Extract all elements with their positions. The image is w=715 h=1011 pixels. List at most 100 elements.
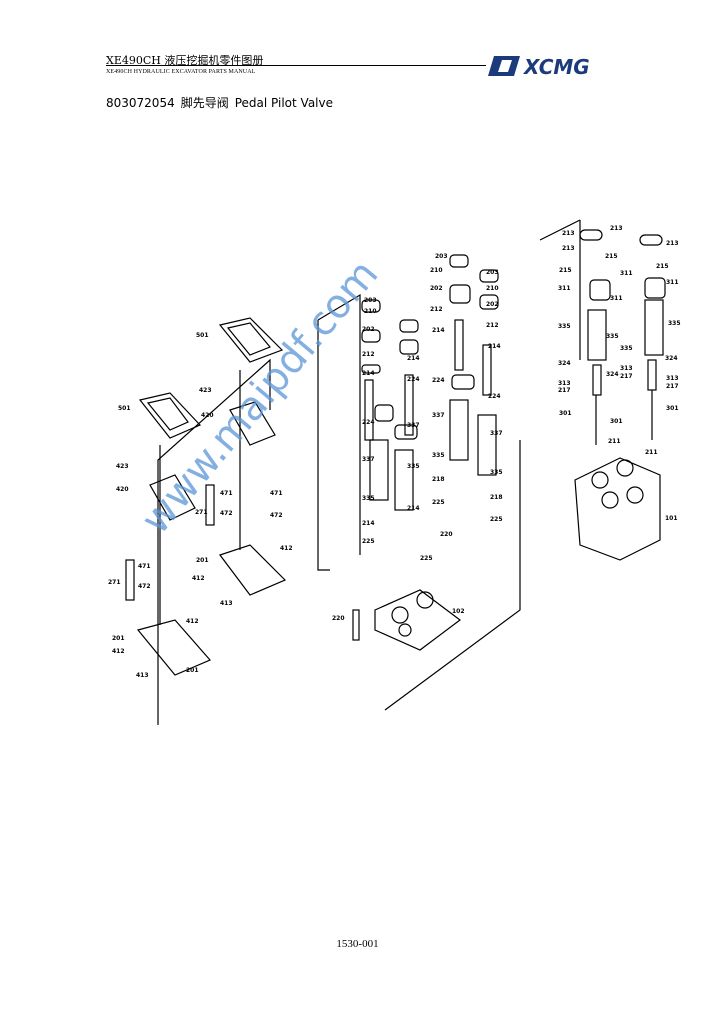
drawing-frame-right-top bbox=[539, 219, 581, 241]
svg-text:335: 335 bbox=[620, 345, 633, 352]
svg-text:324: 324 bbox=[665, 355, 678, 362]
svg-text:412: 412 bbox=[280, 545, 293, 552]
svg-text:313: 313 bbox=[558, 380, 571, 387]
svg-text:225: 225 bbox=[362, 538, 375, 545]
svg-text:201: 201 bbox=[196, 557, 209, 564]
svg-text:214: 214 bbox=[362, 370, 375, 377]
spring-mid-center bbox=[394, 449, 414, 511]
pedal-cover-lower-inner bbox=[146, 397, 189, 431]
cam-lower bbox=[149, 474, 196, 521]
svg-text:472: 472 bbox=[270, 512, 283, 519]
svg-text:214: 214 bbox=[407, 355, 420, 362]
svg-text:214: 214 bbox=[362, 520, 375, 527]
part-name-cn: 脚先导阀 bbox=[180, 96, 229, 110]
spring-right-left bbox=[587, 309, 607, 361]
logo-text: XCMG bbox=[522, 55, 590, 78]
svg-text:271: 271 bbox=[195, 509, 208, 516]
svg-text:217: 217 bbox=[666, 383, 679, 390]
svg-text:218: 218 bbox=[432, 476, 445, 483]
page-number: 1530-001 bbox=[336, 938, 379, 950]
svg-text:201: 201 bbox=[112, 635, 125, 642]
svg-text:420: 420 bbox=[201, 412, 214, 419]
svg-text:337: 337 bbox=[432, 412, 445, 419]
svg-text:202: 202 bbox=[362, 326, 375, 333]
drawing-frame-mid-left bbox=[317, 320, 330, 571]
svg-text:337: 337 bbox=[407, 422, 420, 429]
svg-text:203: 203 bbox=[364, 297, 377, 304]
svg-text:311: 311 bbox=[620, 270, 633, 277]
svg-text:335: 335 bbox=[362, 495, 375, 502]
svg-text:313: 313 bbox=[666, 375, 679, 382]
svg-text:217: 217 bbox=[558, 387, 571, 394]
spring-mid-far-right bbox=[477, 414, 497, 476]
svg-text:501: 501 bbox=[118, 405, 131, 412]
svg-text:335: 335 bbox=[606, 333, 619, 340]
base-plate-lower bbox=[136, 619, 211, 676]
drawing-frame-left bbox=[157, 358, 271, 725]
svg-text:335: 335 bbox=[558, 323, 571, 330]
pedal-cover-upper-inner bbox=[226, 322, 271, 356]
svg-text:215: 215 bbox=[656, 263, 669, 270]
spring-mid-right bbox=[449, 399, 469, 461]
svg-text:217: 217 bbox=[620, 373, 633, 380]
part-number: 803072054 bbox=[106, 96, 175, 110]
pedal-cover-upper bbox=[218, 317, 284, 363]
svg-text:225: 225 bbox=[432, 499, 445, 506]
bolt-lower bbox=[125, 559, 135, 601]
svg-text:412: 412 bbox=[112, 648, 125, 655]
svg-text:202: 202 bbox=[486, 301, 499, 308]
valve-body-right bbox=[574, 457, 661, 561]
svg-text:213: 213 bbox=[666, 240, 679, 247]
svg-text:271: 271 bbox=[108, 579, 121, 586]
svg-text:224: 224 bbox=[488, 393, 501, 400]
svg-text:471: 471 bbox=[220, 490, 233, 497]
svg-text:202: 202 bbox=[430, 285, 443, 292]
svg-text:501: 501 bbox=[196, 332, 209, 339]
svg-text:335: 335 bbox=[432, 452, 445, 459]
svg-text:420: 420 bbox=[116, 486, 129, 493]
svg-text:471: 471 bbox=[138, 563, 151, 570]
svg-text:311: 311 bbox=[666, 279, 679, 286]
svg-text:213: 213 bbox=[562, 230, 575, 237]
pedal-cover-lower bbox=[138, 392, 202, 439]
svg-text:324: 324 bbox=[606, 371, 619, 378]
svg-text:423: 423 bbox=[199, 387, 212, 394]
svg-text:471: 471 bbox=[270, 490, 283, 497]
manual-title-cn: XE490CH 液压挖掘机零件图册 bbox=[106, 54, 264, 67]
svg-text:335: 335 bbox=[407, 463, 420, 470]
exploded-parts-drawing: 501 423 501 420 423 420 471 471 472 472 … bbox=[108, 219, 681, 725]
svg-text:211: 211 bbox=[645, 449, 658, 456]
svg-text:472: 472 bbox=[220, 510, 233, 517]
svg-text:224: 224 bbox=[362, 419, 375, 426]
svg-text:215: 215 bbox=[605, 253, 618, 260]
svg-text:311: 311 bbox=[558, 285, 571, 292]
svg-text:213: 213 bbox=[610, 225, 623, 232]
svg-text:214: 214 bbox=[407, 505, 420, 512]
svg-text:212: 212 bbox=[362, 351, 375, 358]
svg-text:313: 313 bbox=[620, 365, 633, 372]
svg-text:337: 337 bbox=[362, 456, 375, 463]
svg-text:324: 324 bbox=[558, 360, 571, 367]
svg-text:311: 311 bbox=[610, 295, 623, 302]
svg-text:412: 412 bbox=[186, 618, 199, 625]
svg-text:335: 335 bbox=[668, 320, 681, 327]
svg-text:212: 212 bbox=[486, 322, 499, 329]
svg-text:423: 423 bbox=[116, 463, 129, 470]
svg-text:335: 335 bbox=[490, 469, 503, 476]
svg-text:101: 101 bbox=[665, 515, 678, 522]
svg-text:214: 214 bbox=[488, 343, 501, 350]
drawing-frame-mid-right bbox=[384, 440, 521, 711]
base-plate-upper bbox=[219, 544, 287, 596]
xcmg-logo: XCMG bbox=[488, 55, 590, 78]
svg-text:220: 220 bbox=[332, 615, 345, 622]
header-rule bbox=[106, 65, 486, 66]
svg-text:213: 213 bbox=[562, 245, 575, 252]
bolt-upper bbox=[205, 484, 215, 526]
svg-text:225: 225 bbox=[420, 555, 433, 562]
manual-title-en: XE490CH HYDRAULIC EXCAVATOR PARTS MANUAL bbox=[106, 69, 256, 75]
svg-text:412: 412 bbox=[192, 575, 205, 582]
cap-mid-left bbox=[361, 299, 381, 313]
svg-text:210: 210 bbox=[486, 285, 499, 292]
svg-text:413: 413 bbox=[136, 672, 149, 679]
